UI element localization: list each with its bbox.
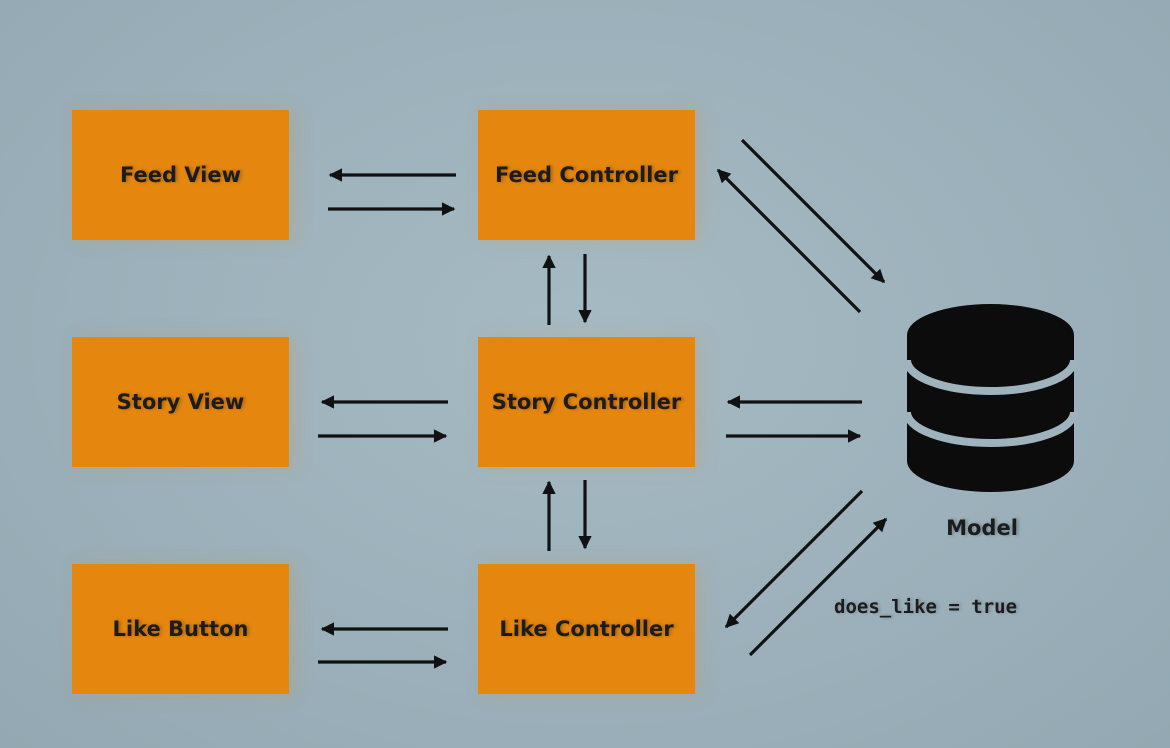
story-view-box: Story View xyxy=(72,337,289,467)
arrow-model-to-like-controller xyxy=(724,489,864,629)
story-view-label: Story View xyxy=(116,390,245,414)
feed-controller-label: Feed Controller xyxy=(495,163,678,187)
arrow-feed-controller-to-model xyxy=(740,138,886,284)
like-button-label: Like Button xyxy=(112,617,249,641)
feed-view-box: Feed View xyxy=(72,110,289,240)
like-controller-box: Like Controller xyxy=(478,564,695,694)
arrow-like-controller-to-model xyxy=(748,517,888,657)
story-controller-box: Story Controller xyxy=(478,337,695,467)
arrow-model-to-feed-controller xyxy=(716,168,862,314)
does-like-annotation: does_like = true xyxy=(834,596,1018,618)
feed-view-label: Feed View xyxy=(119,163,242,187)
like-controller-label: Like Controller xyxy=(499,617,674,641)
feed-controller-box: Feed Controller xyxy=(478,110,695,240)
model-label: Model xyxy=(946,516,1018,540)
database-icon xyxy=(903,304,1078,492)
like-button-box: Like Button xyxy=(72,564,289,694)
story-controller-label: Story Controller xyxy=(491,390,682,414)
